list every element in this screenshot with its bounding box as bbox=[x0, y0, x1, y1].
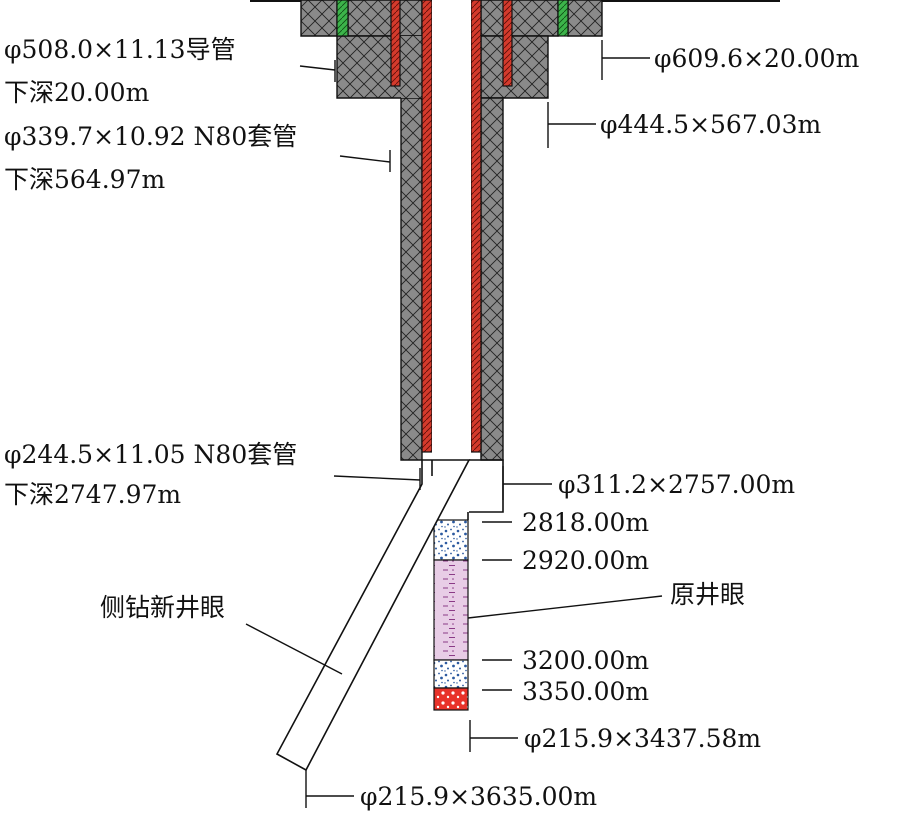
sidetrack-hole-label: 侧钻新井眼 bbox=[100, 593, 225, 622]
sidetrack-td-label: φ215.9×3635.00m bbox=[360, 782, 597, 811]
interval-blue-lower bbox=[433, 659, 469, 689]
conductor-spec-label: φ508.0×11.13导管 bbox=[4, 35, 236, 64]
casing244-depth-label: 下深2747.97m bbox=[4, 480, 181, 509]
depth-2920-label: 2920.00m bbox=[522, 546, 649, 575]
sidetrack-hole bbox=[275, 459, 471, 772]
casing244-spec-label: φ244.5×11.05 N80套管 bbox=[4, 440, 297, 469]
interval-pink bbox=[433, 559, 469, 661]
original-td-label: φ215.9×3437.58m bbox=[524, 724, 761, 753]
casing339-spec-label: φ339.7×10.92 N80套管 bbox=[4, 122, 297, 151]
interval-blue-upper bbox=[433, 519, 469, 561]
inner-bore bbox=[432, 0, 471, 460]
conductor-depth-label: 下深20.00m bbox=[4, 78, 150, 107]
leader-lines bbox=[245, 40, 663, 808]
conductor-pipe bbox=[336, 0, 569, 37]
casing339-depth-label: 下深564.97m bbox=[4, 165, 165, 194]
depth-3350-label: 3350.00m bbox=[522, 677, 649, 706]
original-hole-label: 原井眼 bbox=[670, 580, 745, 609]
hole-444-label: φ444.5×567.03m bbox=[600, 110, 821, 139]
original-hole bbox=[433, 459, 504, 711]
hole-609-label: φ609.6×20.00m bbox=[654, 44, 860, 73]
hole-311-label: φ311.2×2757.00m bbox=[558, 470, 795, 499]
casing-339 bbox=[390, 0, 513, 87]
depth-2818-label: 2818.00m bbox=[522, 508, 649, 537]
depth-3200-label: 3200.00m bbox=[522, 646, 649, 675]
interval-red bbox=[433, 687, 469, 711]
